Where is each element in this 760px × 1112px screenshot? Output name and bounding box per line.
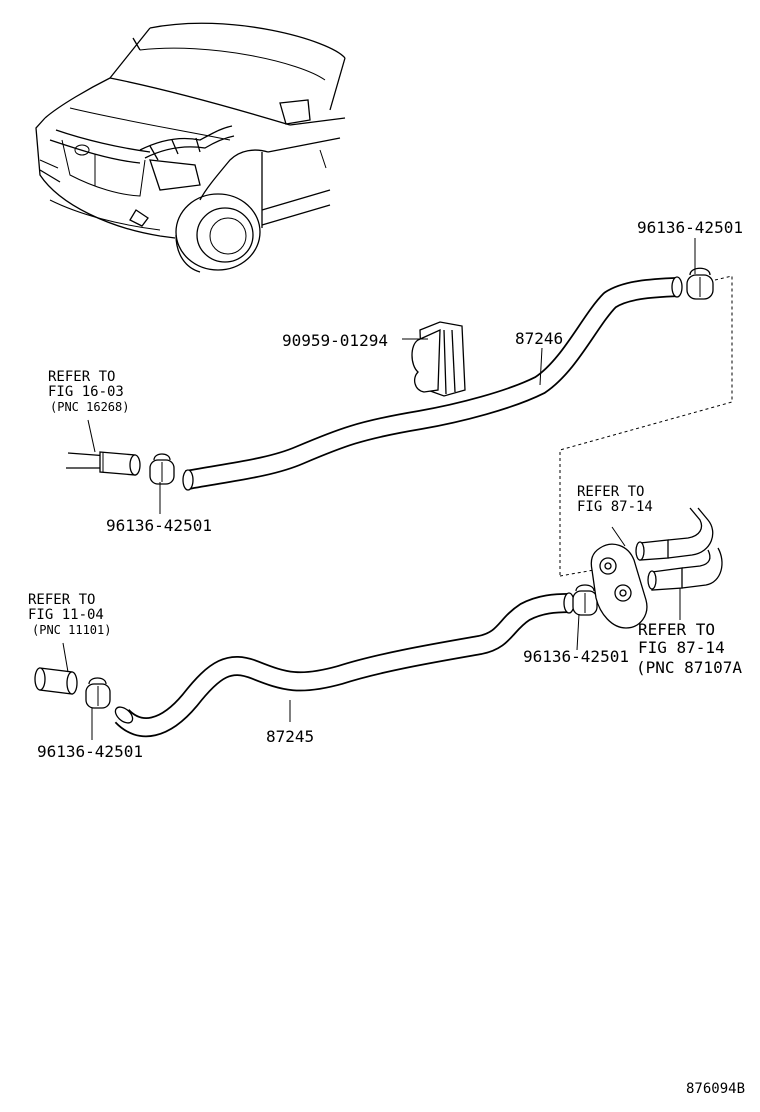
label-refer-upper-2: FIG 16-03 — [48, 384, 124, 400]
clip-top-right-icon — [686, 267, 714, 300]
label-clip-top-right: 96136-42501 — [637, 218, 743, 237]
label-refer-right-2: FIG 87-14 — [638, 638, 725, 657]
leader-lines — [62, 238, 696, 740]
label-refer-right-3: (PNC 87107A — [636, 658, 742, 677]
label-refer-upper-3: (PNC 16268) — [50, 400, 129, 414]
label-clip-lower-right: 96136-42501 — [523, 647, 629, 666]
label-hose-87246: 87246 — [515, 329, 563, 348]
label-refer-lower-3: (PNC 11101) — [32, 623, 111, 637]
label-refer-upper-1: REFER TO — [48, 369, 115, 385]
clip-lower-left-icon — [85, 677, 111, 709]
label-refer-lower-1: REFER TO — [28, 592, 95, 608]
hose-87246 — [182, 276, 683, 491]
vehicle-illustration — [35, 22, 346, 273]
label-refer-valve-2: FIG 87-14 — [577, 499, 653, 515]
label-hose-87245: 87245 — [266, 727, 314, 746]
label-refer-right-1: REFER TO — [638, 620, 715, 639]
label-refer-valve-1: REFER TO — [577, 484, 644, 500]
valve-flange — [590, 507, 723, 629]
clip-lower-right-icon — [572, 584, 598, 616]
label-clip-upper-left: 96136-42501 — [106, 516, 212, 535]
hose-87245 — [114, 592, 575, 738]
label-refer-lower-2: FIG 11-04 — [28, 607, 104, 623]
drawing-code: 876094B — [686, 1081, 745, 1097]
label-grommet: 90959-01294 — [282, 331, 388, 350]
label-clip-lower-left: 96136-42501 — [37, 742, 143, 761]
clip-upper-left-icon — [149, 453, 175, 485]
grommet-icon — [411, 321, 466, 397]
pipe-fig-11-04 — [34, 667, 78, 695]
pipe-fig-16-03 — [66, 451, 141, 476]
